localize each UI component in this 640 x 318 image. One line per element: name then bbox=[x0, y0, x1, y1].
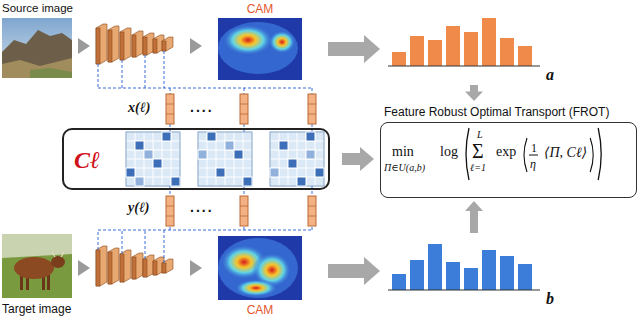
histogram-baseline bbox=[388, 289, 540, 290]
vector-label: y(ℓ) bbox=[128, 201, 150, 215]
paren bbox=[524, 138, 527, 172]
heat-blob bbox=[234, 279, 278, 297]
node-heading: Feature Robust Optimal Transport (FROT) bbox=[384, 105, 609, 119]
cam-heatmap: CAM bbox=[216, 0, 304, 82]
node-text: ⟨Π, Cℓ⟩ bbox=[544, 144, 587, 161]
ellipsis-label: .... bbox=[190, 200, 214, 214]
grass bbox=[2, 254, 72, 298]
flow-arrow bbox=[342, 147, 374, 171]
flow-arrow bbox=[328, 35, 380, 63]
node-text: ℓ=1 bbox=[470, 162, 486, 173]
node-heading: Source image bbox=[2, 2, 73, 14]
cam-target-map bbox=[218, 236, 302, 300]
node-text: Σ bbox=[472, 140, 484, 163]
feature-leader bbox=[98, 186, 312, 263]
heat-blob bbox=[218, 238, 298, 298]
feature-vector bbox=[240, 196, 248, 226]
hill bbox=[2, 30, 72, 78]
cost-matrix-box: Cℓ bbox=[62, 128, 330, 190]
vector-label: x(ℓ) bbox=[128, 101, 150, 115]
node-text: Cℓ bbox=[74, 147, 100, 174]
feature-leader bbox=[98, 51, 312, 132]
heatmap-ground bbox=[218, 236, 302, 300]
feature-vector bbox=[166, 94, 174, 124]
histogram: b bbox=[386, 236, 562, 306]
frot-frame bbox=[380, 122, 637, 198]
sky bbox=[2, 234, 72, 298]
feature-vector bbox=[166, 196, 174, 226]
big-paren bbox=[466, 128, 469, 180]
cam-source-map bbox=[218, 18, 302, 80]
ellipsis-label: .... bbox=[190, 100, 214, 114]
paren bbox=[590, 138, 593, 172]
flow-arrow bbox=[465, 85, 483, 101]
node-text: Π∈U(a,b) bbox=[384, 162, 425, 173]
feature-vector bbox=[240, 94, 248, 124]
source-photo: Source image bbox=[0, 0, 76, 82]
cnn-source bbox=[78, 24, 202, 64]
cnn-target bbox=[78, 246, 202, 286]
histogram: a bbox=[386, 16, 562, 82]
flow-arrow bbox=[465, 201, 483, 233]
node-text: log bbox=[440, 144, 458, 160]
big-paren bbox=[598, 128, 601, 180]
target-photo: Target image bbox=[0, 232, 76, 316]
histogram-b-bars bbox=[392, 244, 532, 290]
node-heading: CAM bbox=[216, 303, 304, 317]
node-text: 1 bbox=[531, 141, 537, 156]
heat-blob bbox=[222, 24, 274, 56]
heatmap-ground bbox=[218, 18, 302, 80]
heat-blob bbox=[218, 22, 298, 74]
histogram-baseline bbox=[388, 65, 540, 66]
feature-vector bbox=[308, 196, 316, 226]
feature-vector bbox=[308, 94, 316, 124]
cam-heatmap: CAM bbox=[216, 234, 304, 316]
node-text: a bbox=[546, 66, 554, 84]
flow-arrow bbox=[328, 257, 380, 285]
source-photo bbox=[2, 18, 72, 78]
ground bbox=[2, 58, 72, 78]
cost-matrices bbox=[126, 132, 324, 186]
node-text: b bbox=[546, 290, 554, 308]
node-heading: Target image bbox=[2, 302, 71, 316]
heat-blob bbox=[268, 30, 296, 54]
cow-head bbox=[51, 256, 65, 268]
node-text: L bbox=[477, 129, 483, 140]
sky bbox=[2, 18, 72, 78]
grass bbox=[30, 68, 72, 78]
histogram-a-bars bbox=[392, 18, 532, 66]
node-heading: CAM bbox=[216, 2, 304, 16]
node-text: min bbox=[392, 144, 414, 160]
cow-body bbox=[14, 257, 54, 279]
node-text: η bbox=[530, 157, 536, 172]
frot-box: Feature Robust Optimal Transport (FROT) m… bbox=[380, 104, 637, 198]
node-text: exp bbox=[496, 144, 516, 160]
cow-horns bbox=[52, 252, 64, 257]
target-photo bbox=[2, 234, 72, 298]
